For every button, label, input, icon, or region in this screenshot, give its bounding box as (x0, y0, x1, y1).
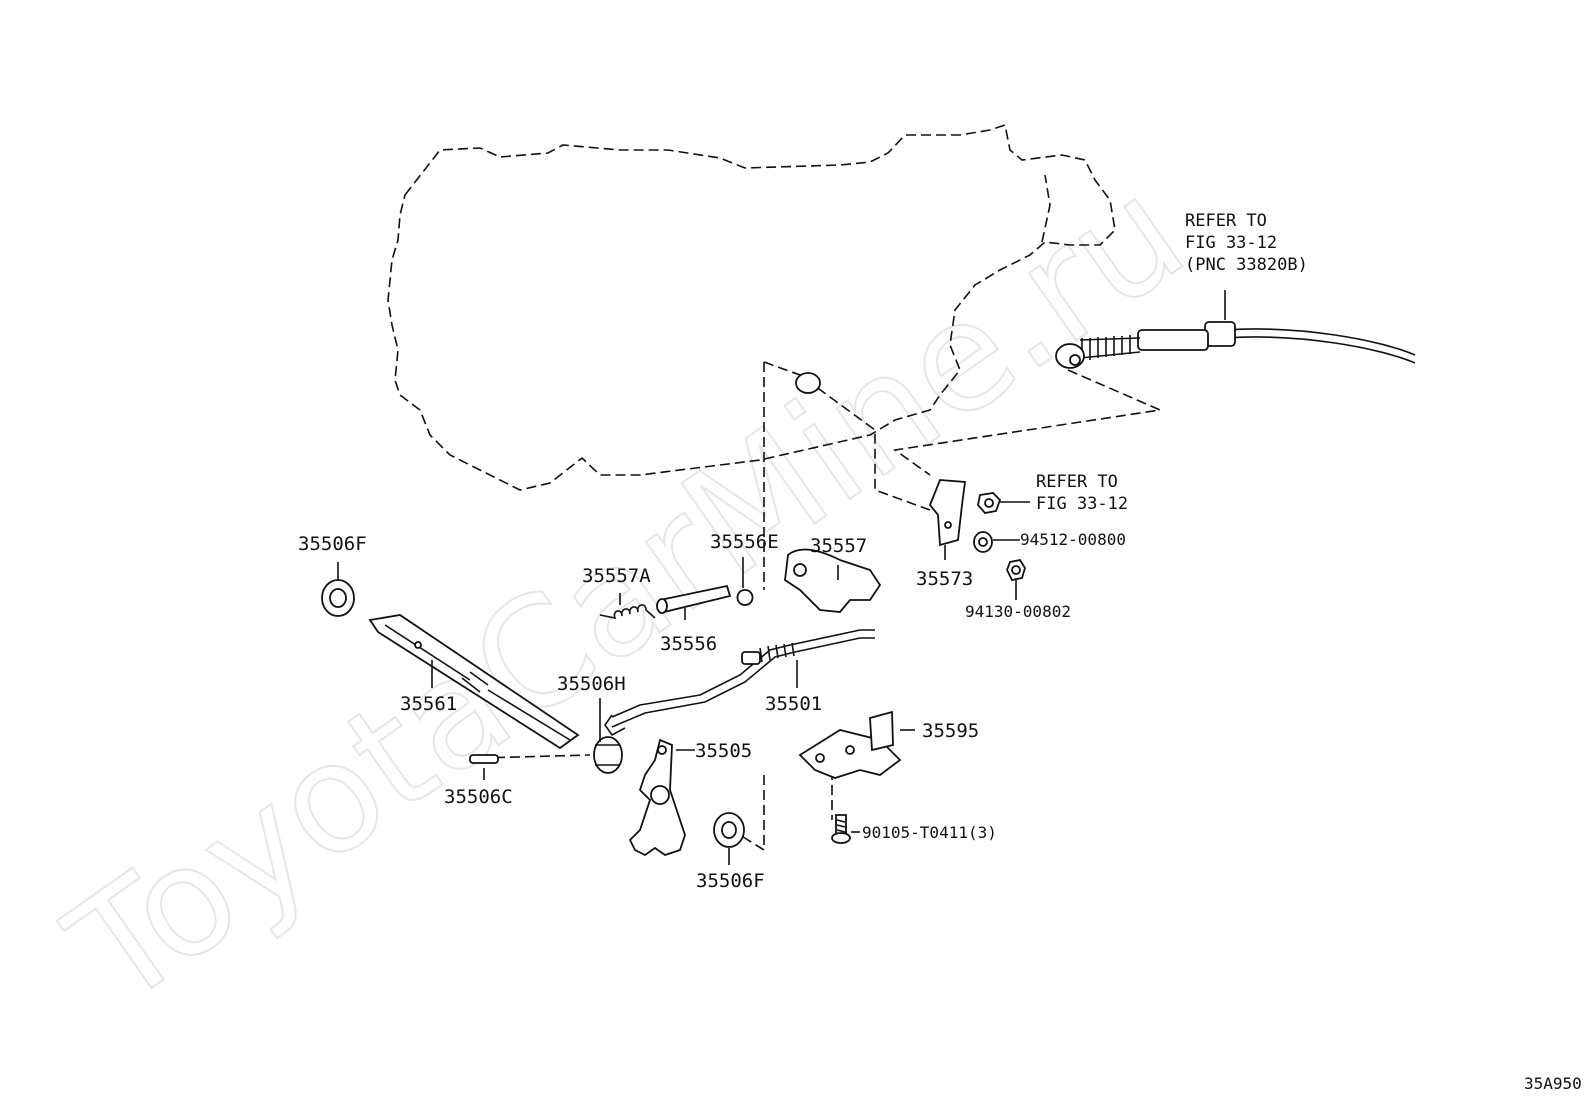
label-35557A: 35557A (582, 565, 651, 587)
label-35506H: 35506H (557, 673, 626, 695)
selector-lever-hole-top (657, 745, 667, 755)
bolt-90105 (831, 814, 851, 844)
label-35595: 35595 (922, 720, 979, 742)
control-rod-35501 (604, 629, 875, 737)
housing-tail-line (1041, 174, 1051, 243)
nut-ref-part (977, 492, 1030, 514)
watermark-text: ToyotaCarMine.ru (40, 145, 1214, 1040)
label-35573: 35573 (916, 568, 973, 590)
label-leaders (337, 545, 946, 865)
cable-ref-line3: (PNC 33820B) (1185, 255, 1308, 275)
lever-hole (793, 563, 807, 577)
lever-35557 (784, 548, 882, 613)
transmission-housing-outline (387, 123, 1116, 491)
dashed-leader-lower (739, 775, 765, 852)
label-35561: 35561 (400, 693, 457, 715)
dashed-leader-cable (892, 369, 1163, 476)
diagram-id: 35A950 (1524, 1074, 1582, 1093)
selector-lever-hole (650, 785, 670, 805)
nut-94512 (973, 531, 1020, 553)
label-35557: 35557 (810, 535, 867, 557)
e-ring-35556E (736, 589, 754, 606)
label-35556: 35556 (660, 633, 717, 655)
bushing-35506H (593, 736, 623, 774)
cable-ref-line1: REFER TO (1185, 211, 1267, 231)
seal-35506F-top (321, 579, 355, 617)
spring-35557A (599, 604, 656, 620)
watermark: ToyotaCarMine.ru (39, 144, 1215, 1041)
pin-35556 (656, 584, 732, 614)
label-94512-00800: 94512-00800 (1020, 530, 1126, 549)
bracket-plate-35595 (798, 710, 902, 779)
pin-35506C (469, 754, 499, 764)
bracket-ref-line1: REFER TO (1036, 472, 1118, 492)
seal-35506F-bottom (713, 812, 745, 848)
cable-ref-line2: FIG 33-12 (1185, 233, 1277, 253)
bracket-35573 (928, 479, 967, 547)
label-35556E: 35556E (710, 531, 779, 553)
dashed-leader-top (763, 361, 931, 511)
label-90105-T0411: 90105-T0411(3) (862, 823, 997, 842)
label-35501: 35501 (765, 693, 822, 715)
shaft-35561 (368, 614, 580, 750)
label-94130-00802: 94130-00802 (965, 602, 1071, 621)
label-35506C: 35506C (444, 786, 513, 808)
bracket-ref-line2: FIG 33-12 (1036, 494, 1128, 514)
nut-94130 (1006, 558, 1026, 600)
label-35505: 35505 (695, 740, 752, 762)
label-35506F-top: 35506F (298, 533, 367, 555)
label-35506F-bottom: 35506F (696, 870, 765, 892)
shift-cable-assembly (1055, 290, 1416, 369)
housing-grommet (795, 372, 821, 394)
bracket-hole (944, 521, 952, 529)
